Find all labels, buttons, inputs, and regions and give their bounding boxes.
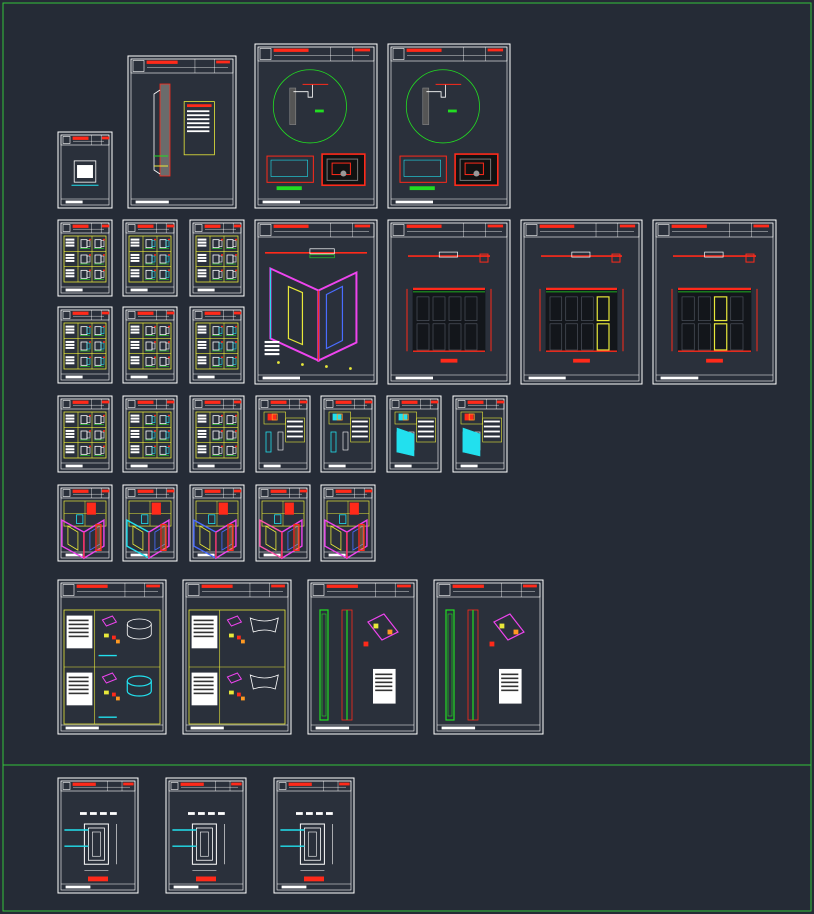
sheet-molding-table[interactable] [189,306,245,384]
sheet-profile-detail[interactable] [386,395,442,473]
sheet-profile-detail[interactable] [320,395,376,473]
sheet-frame-detail[interactable] [57,777,139,894]
sheet-ceiling-detail-b[interactable] [387,43,511,209]
sheet-corner-assembly[interactable] [189,484,245,562]
sheet-elevation-b[interactable] [520,219,643,385]
sheet-molding-table[interactable] [189,219,245,297]
sheet-frame-detail[interactable] [273,777,355,894]
sheet-corner-assembly[interactable] [320,484,376,562]
sheet-molding-table[interactable] [122,395,178,473]
sheet-ceiling-detail-a[interactable] [254,43,378,209]
sheet-molding-table[interactable] [189,395,245,473]
sheet-component-c[interactable] [307,579,418,735]
sheet-corner-assembly[interactable] [57,484,113,562]
sheet-profile-detail[interactable] [255,395,311,473]
sheet-corner-assembly[interactable] [255,484,311,562]
sheet-molding-table[interactable] [57,306,113,384]
sheet-elevation-a[interactable] [387,219,511,385]
sheet-component-a[interactable] [57,579,167,735]
sheet-cover-small[interactable] [57,131,113,209]
sheet-profile-detail[interactable] [452,395,508,473]
sheet-frame-detail[interactable] [165,777,247,894]
sheet-elevation-c[interactable] [652,219,777,385]
sheet-molding-table[interactable] [122,219,178,297]
sheet-corner-assembly[interactable] [122,484,178,562]
sheet-wall-section[interactable] [127,55,237,209]
sheet-molding-table[interactable] [122,306,178,384]
sheet-molding-table[interactable] [57,395,113,473]
sheet-component-d[interactable] [433,579,544,735]
sheet-elevation-iso[interactable] [254,219,378,385]
sheet-component-b[interactable] [182,579,292,735]
sheet-molding-table[interactable] [57,219,113,297]
